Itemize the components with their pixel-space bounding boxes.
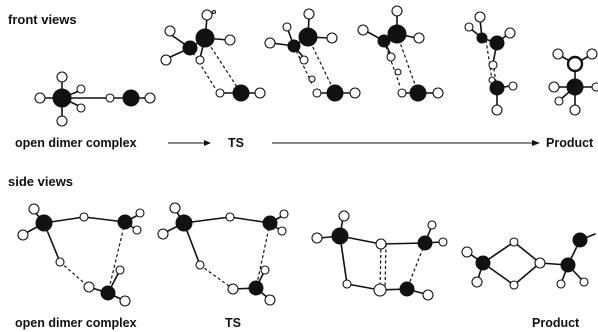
front-product-label: Product — [546, 136, 594, 150]
side-molecule-product — [461, 232, 596, 290]
front-molecule-ts-3 — [357, 5, 444, 102]
front-views-heading: front views — [8, 12, 77, 27]
front-molecule-open-dimer — [34, 71, 156, 127]
side-molecule-ts-1 — [157, 202, 289, 306]
side-molecule-ts-2 — [311, 210, 448, 301]
side-product-label: Product — [532, 316, 580, 330]
front-arrows — [168, 140, 540, 146]
side-open-dimer-label: open dimer complex — [15, 316, 137, 330]
front-molecule-ts-4 — [464, 11, 518, 116]
front-molecule-ts-1 — [160, 9, 266, 102]
front-molecule-product — [548, 48, 598, 116]
side-molecule-open-dimer — [17, 203, 145, 307]
front-molecule-ts-2 — [264, 8, 361, 102]
side-ts-label: TS — [225, 316, 241, 330]
front-open-dimer-label: open dimer complex — [15, 136, 137, 150]
side-views-heading: side views — [8, 174, 74, 189]
front-ts-label: TS — [228, 136, 244, 150]
